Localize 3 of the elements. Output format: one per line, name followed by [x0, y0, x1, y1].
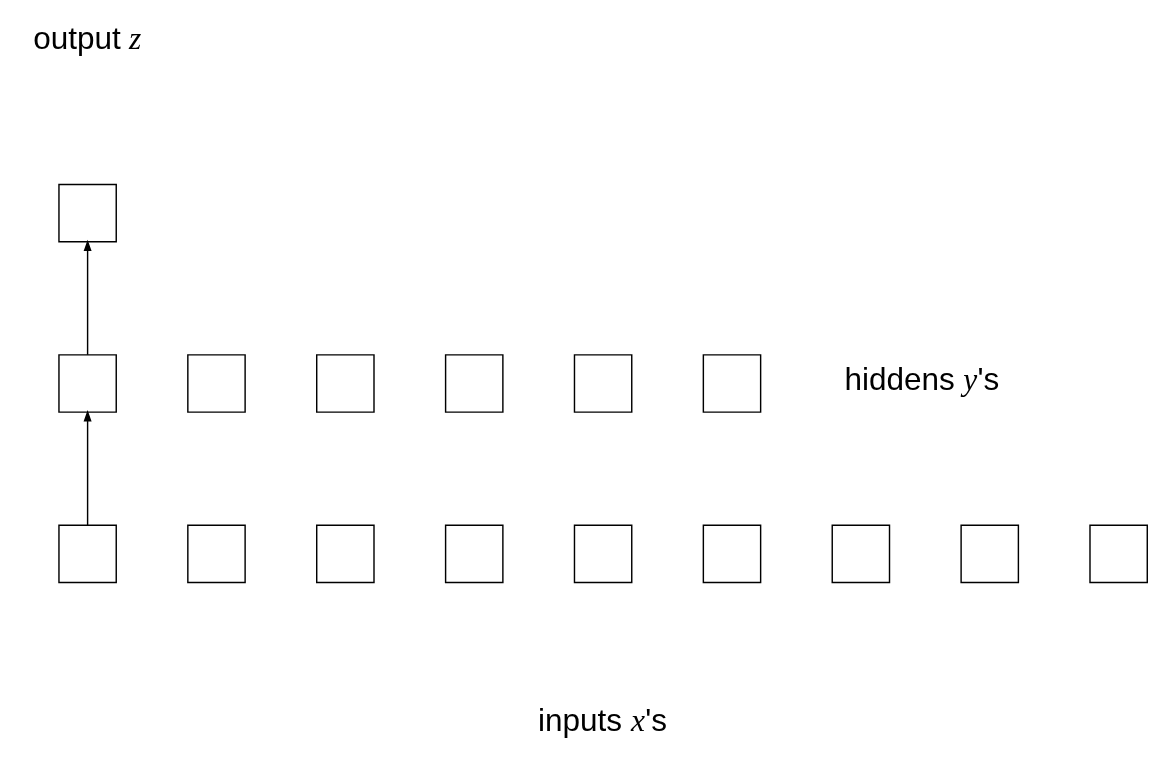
label: output z	[32, 20, 141, 57]
label: hiddens y's	[843, 361, 999, 398]
label: inputs x's	[537, 701, 667, 738]
